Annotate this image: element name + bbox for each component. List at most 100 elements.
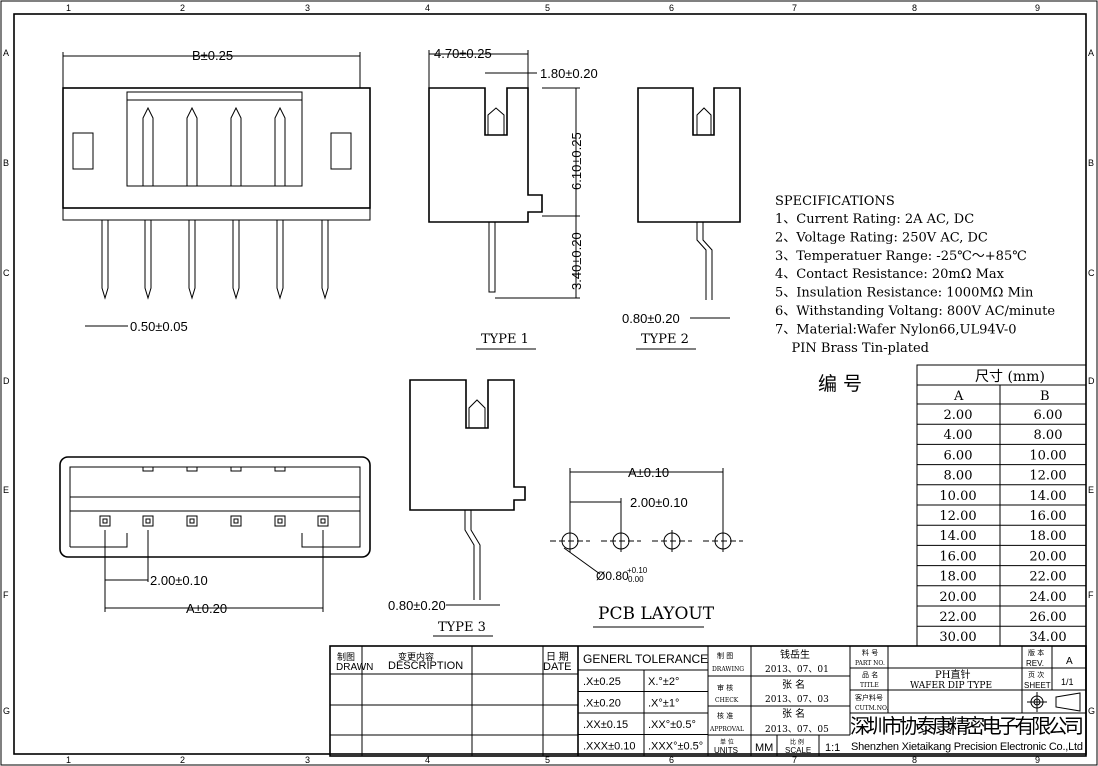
column-marker-bottom: 6: [669, 755, 674, 765]
check-date: 2013、07、03: [765, 695, 829, 705]
pin-square: [186, 515, 198, 527]
row-marker-left: B: [3, 158, 9, 168]
row-marker-right: B: [1088, 158, 1094, 168]
pin: [188, 220, 196, 300]
column-marker-bottom: 8: [912, 755, 917, 765]
scale-cn: 比 例: [790, 738, 804, 746]
size-table-header: 尺寸 (mm): [975, 369, 1045, 385]
tolerance-title: GENERL TOLERANCE: [583, 652, 708, 666]
size-cell-b: 10.00: [1029, 448, 1066, 463]
dim-pcb-a: A±0.10: [628, 465, 669, 480]
size-cell-b: 20.00: [1029, 549, 1066, 564]
spec-item: 1、Current Rating: 2A AC, DC: [775, 212, 974, 227]
column-marker-top: 7: [792, 3, 797, 13]
drawing-name: 钱岳生: [780, 648, 810, 661]
approval-date: 2013、07、05: [765, 725, 829, 735]
part-no-cn: 料 号: [862, 648, 878, 657]
rev-label: REV.: [1026, 659, 1044, 668]
pin-core: [320, 518, 326, 524]
size-cell-a: 10.00: [939, 489, 976, 504]
size-cell-b: 34.00: [1029, 630, 1066, 645]
dim-offset-type3: 0.80±0.20: [388, 598, 446, 613]
side-view-type3: 0.80±0.20 TYPE 3: [388, 379, 526, 637]
pin-core: [102, 518, 108, 524]
pin-core: [277, 518, 283, 524]
check-label: CHECK: [715, 697, 739, 704]
tolerance-linear: .X±0.20: [583, 698, 621, 710]
row-marker-left: F: [3, 590, 9, 600]
column-marker-top: 3: [305, 3, 310, 13]
pin-square: [99, 515, 111, 527]
drawing-date: 2013、07、01: [765, 665, 829, 675]
latch-notch: [142, 467, 154, 472]
row-marker-left: C: [3, 268, 10, 278]
tolerance-angular: .XXX°±0.5°: [648, 741, 703, 753]
units-value: MM: [755, 742, 773, 754]
dim-pitch: 2.00±0.10: [150, 573, 208, 588]
dim-hole-tol-minus: 0.00: [628, 575, 644, 584]
approval-label: APPROVAL: [709, 726, 744, 733]
column-marker-top: 4: [425, 3, 430, 13]
pin-top: [230, 106, 242, 186]
size-cell-a: 22.00: [939, 610, 976, 625]
title-value-cn: PH直针: [935, 668, 970, 681]
rev-cn: 版 本: [1028, 648, 1044, 657]
row-marker-right: C: [1088, 268, 1095, 278]
column-marker-bottom: 9: [1035, 755, 1040, 765]
pin: [101, 220, 109, 300]
size-cell-b: 26.00: [1029, 610, 1066, 625]
column-marker-top: 6: [669, 3, 674, 13]
side-view-type2: 0.80±0.20 TYPE 2: [622, 87, 741, 350]
tolerance-linear: .XXX±0.10: [583, 741, 636, 753]
column-marker-bottom: 7: [792, 755, 797, 765]
label-type1: TYPE 1: [481, 332, 529, 347]
title-label: TITLE: [860, 682, 879, 689]
label-type3: TYPE 3: [438, 620, 486, 635]
projection-symbol-icon: [1027, 692, 1081, 712]
latch-notch: [230, 467, 242, 472]
size-cell-a: 20.00: [939, 590, 976, 605]
pin: [232, 220, 240, 300]
pin-square: [317, 515, 329, 527]
size-cell-b: 22.00: [1029, 570, 1066, 585]
approval-name: 张 名: [782, 707, 805, 720]
tolerance-angular: X.°±2°: [648, 676, 679, 688]
company-name-cn: 深圳市协泰康精密电子有限公司: [850, 715, 1084, 738]
size-cell-a: 8.00: [944, 469, 973, 484]
size-cell-b: 16.00: [1029, 509, 1066, 524]
pin: [276, 220, 284, 300]
pin-top: [274, 106, 286, 186]
pin-core: [145, 518, 151, 524]
pin-square: [142, 515, 154, 527]
bottom-view: 2.00±0.10 A±0.20: [59, 456, 371, 616]
column-marker-top: 5: [545, 3, 550, 13]
size-cell-b: 6.00: [1034, 408, 1063, 423]
description-cn: 变更内容: [398, 651, 434, 662]
check-cn: 审 核: [717, 683, 733, 692]
row-marker-left: E: [3, 485, 9, 495]
approval-cn: 核 准: [717, 711, 733, 720]
units-label: UNITS: [714, 746, 738, 755]
cust-no-label: CUTM.NO.: [855, 705, 889, 712]
cust-no-cn: 客户料号: [855, 693, 883, 702]
tolerance-angular: .XX°±0.5°: [648, 719, 696, 731]
side-view-type1: 4.70±0.25 1.80±0.20 6.10±0.25 3.40±0.20 …: [428, 46, 598, 350]
dim-offset-type2: 0.80±0.20: [622, 311, 680, 326]
size-table-label: 编 号: [818, 373, 862, 395]
title-block: 制图 DRAWN 变更内容 DESCRIPTION 日 期 DATE GENER…: [329, 645, 1087, 757]
spec-title: SPECIFICATIONS: [775, 194, 895, 209]
tolerance-angular: .X°±1°: [648, 698, 679, 710]
drawing-label: DRAWING: [712, 666, 744, 673]
spec-item: 5、Insulation Resistance: 1000MΩ Min: [775, 286, 1034, 301]
scale-value: 1:1: [825, 742, 840, 754]
size-cell-a: 2.00: [944, 408, 973, 423]
dim-hole-tol-plus: +0.10: [627, 566, 648, 575]
spec-item: 6、Withstanding Voltang: 800V AC/minute: [775, 304, 1055, 319]
size-cell-b: 8.00: [1034, 428, 1063, 443]
size-cell-a: 6.00: [944, 448, 973, 463]
dim-hole: Ø0.80: [596, 569, 629, 583]
